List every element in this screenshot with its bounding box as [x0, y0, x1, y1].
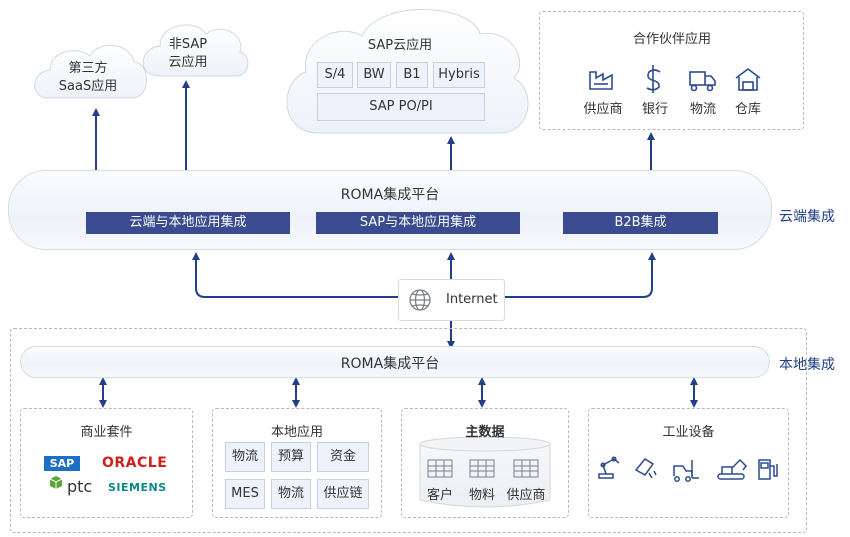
local-app-logistics: 物流: [225, 442, 265, 472]
grid-icon: [427, 459, 539, 478]
cloud-platform-tube: [8, 170, 772, 250]
sensor-icon: [634, 458, 657, 479]
master-data-title: 主数据: [465, 425, 505, 440]
local-integration-panel: [10, 328, 807, 533]
internet-box: [398, 279, 505, 321]
sap-module-hybris: Hybris: [433, 62, 485, 88]
local-app-supply-chain: 供应链: [317, 479, 369, 509]
local-apps-title: 本地应用: [270, 425, 323, 440]
partner-apps-title: 合作伙伴应用: [632, 32, 711, 47]
sap-logo: SAP: [44, 456, 80, 471]
robot-arm-icon: [598, 456, 620, 479]
local-platform-tube: [20, 346, 770, 378]
cloud-integration-side-label: 云端集成: [779, 209, 835, 225]
master-data-customer: 客户: [426, 488, 453, 503]
local-app-budget: 预算: [271, 442, 311, 472]
partner-supplier-label: 供应商: [583, 102, 623, 117]
non-sap-line1: 非SAP: [168, 37, 208, 52]
third-party-cloud: 第三方 SaaS应用: [48, 60, 128, 96]
connector-right: [505, 252, 656, 298]
siemens-logo: SIEMENS: [108, 481, 167, 494]
internet-label: Internet: [446, 292, 498, 307]
local-platform-title: ROMA集成平台: [340, 356, 440, 372]
partner-apps-panel: [539, 11, 804, 130]
third-party-cloud-shape: [34, 44, 147, 99]
sap-po-pi: SAP PO/PI: [317, 93, 485, 121]
local-app-logistics-2: 物流: [271, 479, 311, 509]
factory-icon: [589, 71, 613, 90]
connector-left: [192, 252, 398, 298]
sap-module-s4: S/4: [317, 62, 353, 88]
non-sap-cloud: 非SAP 云应用: [148, 36, 228, 72]
truck-icon: [689, 71, 716, 92]
bar-sap-local-integration: SAP与本地应用集成: [316, 212, 520, 234]
partner-logistics-label: 物流: [689, 102, 716, 117]
local-app-mes: MES: [225, 479, 265, 509]
non-sap-line2: 云应用: [168, 55, 208, 70]
sap-module-bw: BW: [357, 62, 391, 88]
warehouse-icon: [735, 68, 761, 91]
ptc-logo: ptc: [67, 477, 93, 496]
fuel-pump-icon: [758, 459, 778, 480]
non-sap-cloud-shape: [142, 24, 249, 77]
excavator-icon: [717, 458, 747, 480]
commerce-suite-title: 商业套件: [80, 425, 133, 440]
local-app-funds: 资金: [317, 442, 369, 472]
master-data-material: 物料: [468, 488, 495, 503]
dollar-icon: [646, 65, 661, 93]
ptc-logo-mark: [49, 476, 63, 489]
sap-module-b1: B1: [396, 62, 428, 88]
local-apps-panel: [212, 408, 382, 518]
commerce-suite-panel: [20, 408, 193, 518]
master-data-supplier: 供应商: [506, 488, 546, 503]
third-party-line2: SaaS应用: [58, 79, 118, 94]
bar-cloud-local-integration: 云端与本地应用集成: [86, 212, 290, 234]
master-data-panel: [401, 408, 569, 518]
partner-bank-label: 银行: [641, 102, 668, 117]
sap-cloud-title: SAP云应用: [367, 38, 433, 53]
industrial-equipment-panel: [588, 408, 789, 518]
forklift-icon: [673, 460, 699, 482]
third-party-line1: 第三方: [68, 61, 108, 76]
industrial-equipment-title: 工业设备: [662, 425, 715, 440]
cloud-platform-title: ROMA集成平台: [340, 187, 440, 203]
partner-warehouse-label: 仓库: [734, 102, 761, 117]
globe-icon: [409, 289, 431, 311]
bar-b2b-integration: B2B集成: [563, 212, 718, 234]
local-integration-side-label: 本地集成: [779, 357, 835, 373]
oracle-logo: ORACLE: [102, 455, 168, 471]
